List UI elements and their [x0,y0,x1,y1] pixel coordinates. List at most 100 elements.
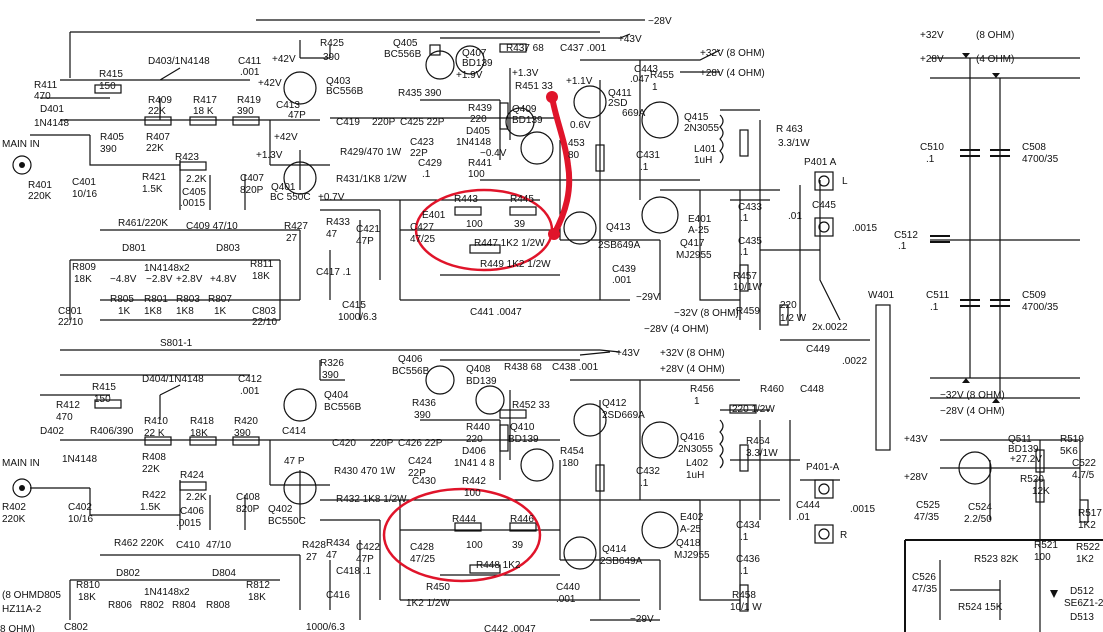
label: −0.4V [480,148,507,159]
label: 47/10 [206,540,231,551]
label: L401 [694,144,717,155]
label: 22K [148,106,166,117]
label: Q407 [462,48,487,59]
label: R459 [736,306,760,317]
label: +1.9V [456,70,483,81]
label: R326 [320,358,344,369]
label: R415 [92,382,116,393]
label: +4.8V [210,274,237,285]
label: 22 K [144,428,165,439]
label: +28V (4 OHM) [660,364,725,375]
label: +0.7V [318,192,345,203]
label: D402 [40,426,64,437]
label: C412 [238,374,262,385]
label: Q511 [1008,434,1032,445]
label: Q413 [606,222,631,233]
label: C511 [926,290,950,301]
label: 453 [568,138,585,149]
label: (4 OHM) [976,54,1014,65]
label: Q414 [602,544,627,555]
label: Q412 [602,398,627,409]
label: 39 [514,219,526,230]
labels: −28V R425 390 Q405 BC556B Q407 BD139 R43… [0,16,1103,632]
label: 2x.0022 [812,322,848,333]
label: R519 [1060,434,1084,445]
label: C426 22P [398,438,443,449]
label: A-25 [680,524,702,535]
label: D405 [466,126,490,137]
label: .01 [788,211,802,222]
label: 1.5K [140,502,161,513]
label: C429 [418,158,442,169]
label: 820P [236,504,260,515]
label: .047 [630,74,650,85]
label: −28V (4 OHM) [940,406,1005,417]
label: BD139 [508,434,539,445]
label: 1K [214,306,227,317]
label: 18K [74,274,92,285]
label: C449 [806,344,830,355]
label: R 463 [776,124,803,135]
label: R522 [1076,542,1100,553]
label: R437 68 [506,43,544,54]
label: 1K8 [144,306,162,317]
label: −29V [636,292,660,303]
label: BC556B [384,49,422,60]
label: R805 [110,294,134,305]
label: C444 [796,500,820,511]
label: −2.8V [146,274,173,285]
label: 10/16 [72,189,97,200]
label: R521 [1034,540,1058,551]
label: .1 [740,566,749,577]
label: BC 550C [270,192,311,203]
label: 470 [34,91,51,102]
label: R422 [142,490,166,501]
label: D401 [40,104,64,115]
label: 2N3055 [684,123,719,134]
label: C441 .0047 [470,307,522,318]
label: −29V [630,614,654,625]
label: R424 [180,470,204,481]
label: R425 [320,38,344,49]
label: R418 [190,416,214,427]
label: 100 [466,540,483,551]
label: C508 [1022,142,1046,153]
label: 1N4148 [62,454,97,465]
label: C448 [800,384,824,395]
label: C522 [1072,458,1096,469]
label: 47/25 [410,554,435,565]
label: C409 47/10 [186,221,238,232]
label: R811 [250,259,274,270]
label: .1 [740,532,749,543]
label: R443 [454,194,478,205]
label: 669A [622,108,646,119]
label: Q415 [684,112,709,123]
label: 22/10 [58,317,83,328]
label: C438 .001 [552,362,599,373]
label: R464 [746,436,770,447]
label: Q410 [510,422,535,433]
label: R449 1K2 1/2W [480,259,551,270]
label: C406 [180,506,204,517]
label: 47/35 [914,512,939,523]
label: C443 [634,64,658,75]
label: Q417 [680,238,705,249]
label: R461/220K [118,218,168,229]
label: C526 [912,572,936,583]
label: R517 [1078,508,1102,519]
label: R405 [100,132,124,143]
label: C510 [920,142,944,153]
label: C413 [276,100,300,111]
label: .1 [930,302,939,313]
label: R444 [452,514,476,525]
label: 2.2K [186,174,207,185]
label: R401 [28,180,52,191]
label: R417 [193,95,217,106]
label: 18K [248,592,266,603]
label: 820P [240,185,264,196]
label: BD139 [462,58,493,69]
label: −28V (4 OHM) [644,324,709,335]
label: 390 [323,52,340,63]
red-ellipse-top [414,188,554,272]
label: 470 [56,412,73,423]
